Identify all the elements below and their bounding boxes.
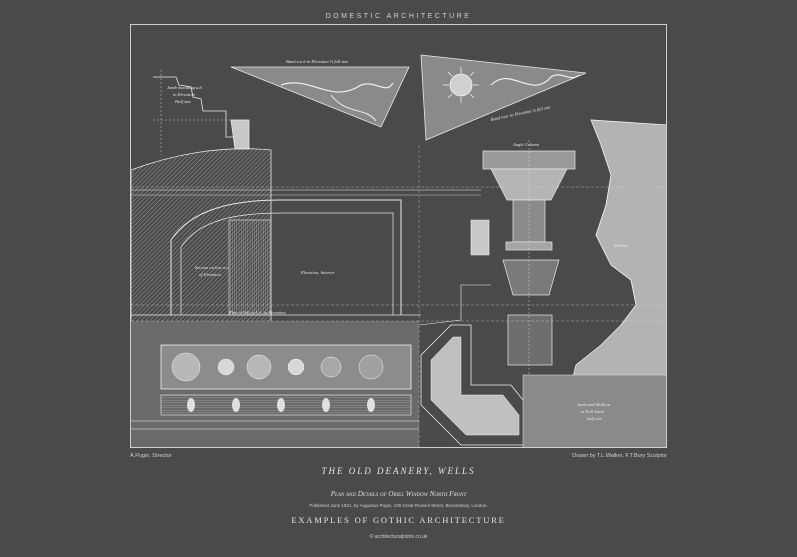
carved-frieze (131, 321, 419, 447)
plate-drawing: Jamb moulding a.b. in Elevation Half siz… (131, 54, 666, 447)
section-line-label-2: of Elevation (199, 272, 222, 277)
published-note: Published June 1831, by Augustus Pugin, … (309, 503, 488, 508)
series-title: EXAMPLES OF GOTHIC ARCHITECTURE (291, 515, 506, 525)
section-line-label-1: Section on line a.a (195, 265, 229, 270)
jamb-mullion-label-1: Jamb and Mullion (577, 402, 611, 407)
angle-column (482, 140, 576, 375)
elevation-label: Elevation, Interior (300, 270, 335, 276)
plan-of-sill-label: Plan of Sill at A.A. in Elevation (228, 310, 286, 315)
plan-moulding (418, 219, 532, 446)
architectural-plate: Jamb moulding a.b. in Elevation Half siz… (130, 24, 667, 448)
band-right-carving (420, 54, 587, 141)
band-left-label: Band a.a.b in Elevation ½ full size (286, 59, 348, 64)
construction-lines (131, 145, 666, 447)
credit-right: Drawn by T.L.Walker, F.T.Bury Sculptor (572, 453, 667, 459)
mullion-profile (522, 119, 666, 447)
plate-title: THE OLD DEANERY, WELLS (321, 466, 476, 476)
plate-subtitle: Plan and Details of Oriel Window North F… (330, 490, 467, 498)
band-left-carving (230, 66, 410, 128)
jamb-moulding-label-3: Half size (174, 99, 191, 104)
jamb-moulding-profile (153, 70, 250, 155)
jamb-moulding-label-2: in Elevation (173, 92, 196, 97)
credit-left: A.Pugin. Director (130, 453, 172, 459)
website-credit: © architecturalprints.co.uk (369, 534, 428, 540)
jamb-mullion-label-2: at Full Sized (581, 409, 604, 414)
angle-column-label: Angle Column (512, 142, 540, 147)
arch-elevation (131, 189, 481, 316)
mullion-label: Mullion (613, 243, 629, 248)
jamb-mullion-label-3: half size (587, 416, 602, 421)
jamb-moulding-label-1: Jamb moulding a.b. (167, 85, 203, 90)
series-heading: DOMESTIC ARCHITECTURE (325, 13, 472, 20)
